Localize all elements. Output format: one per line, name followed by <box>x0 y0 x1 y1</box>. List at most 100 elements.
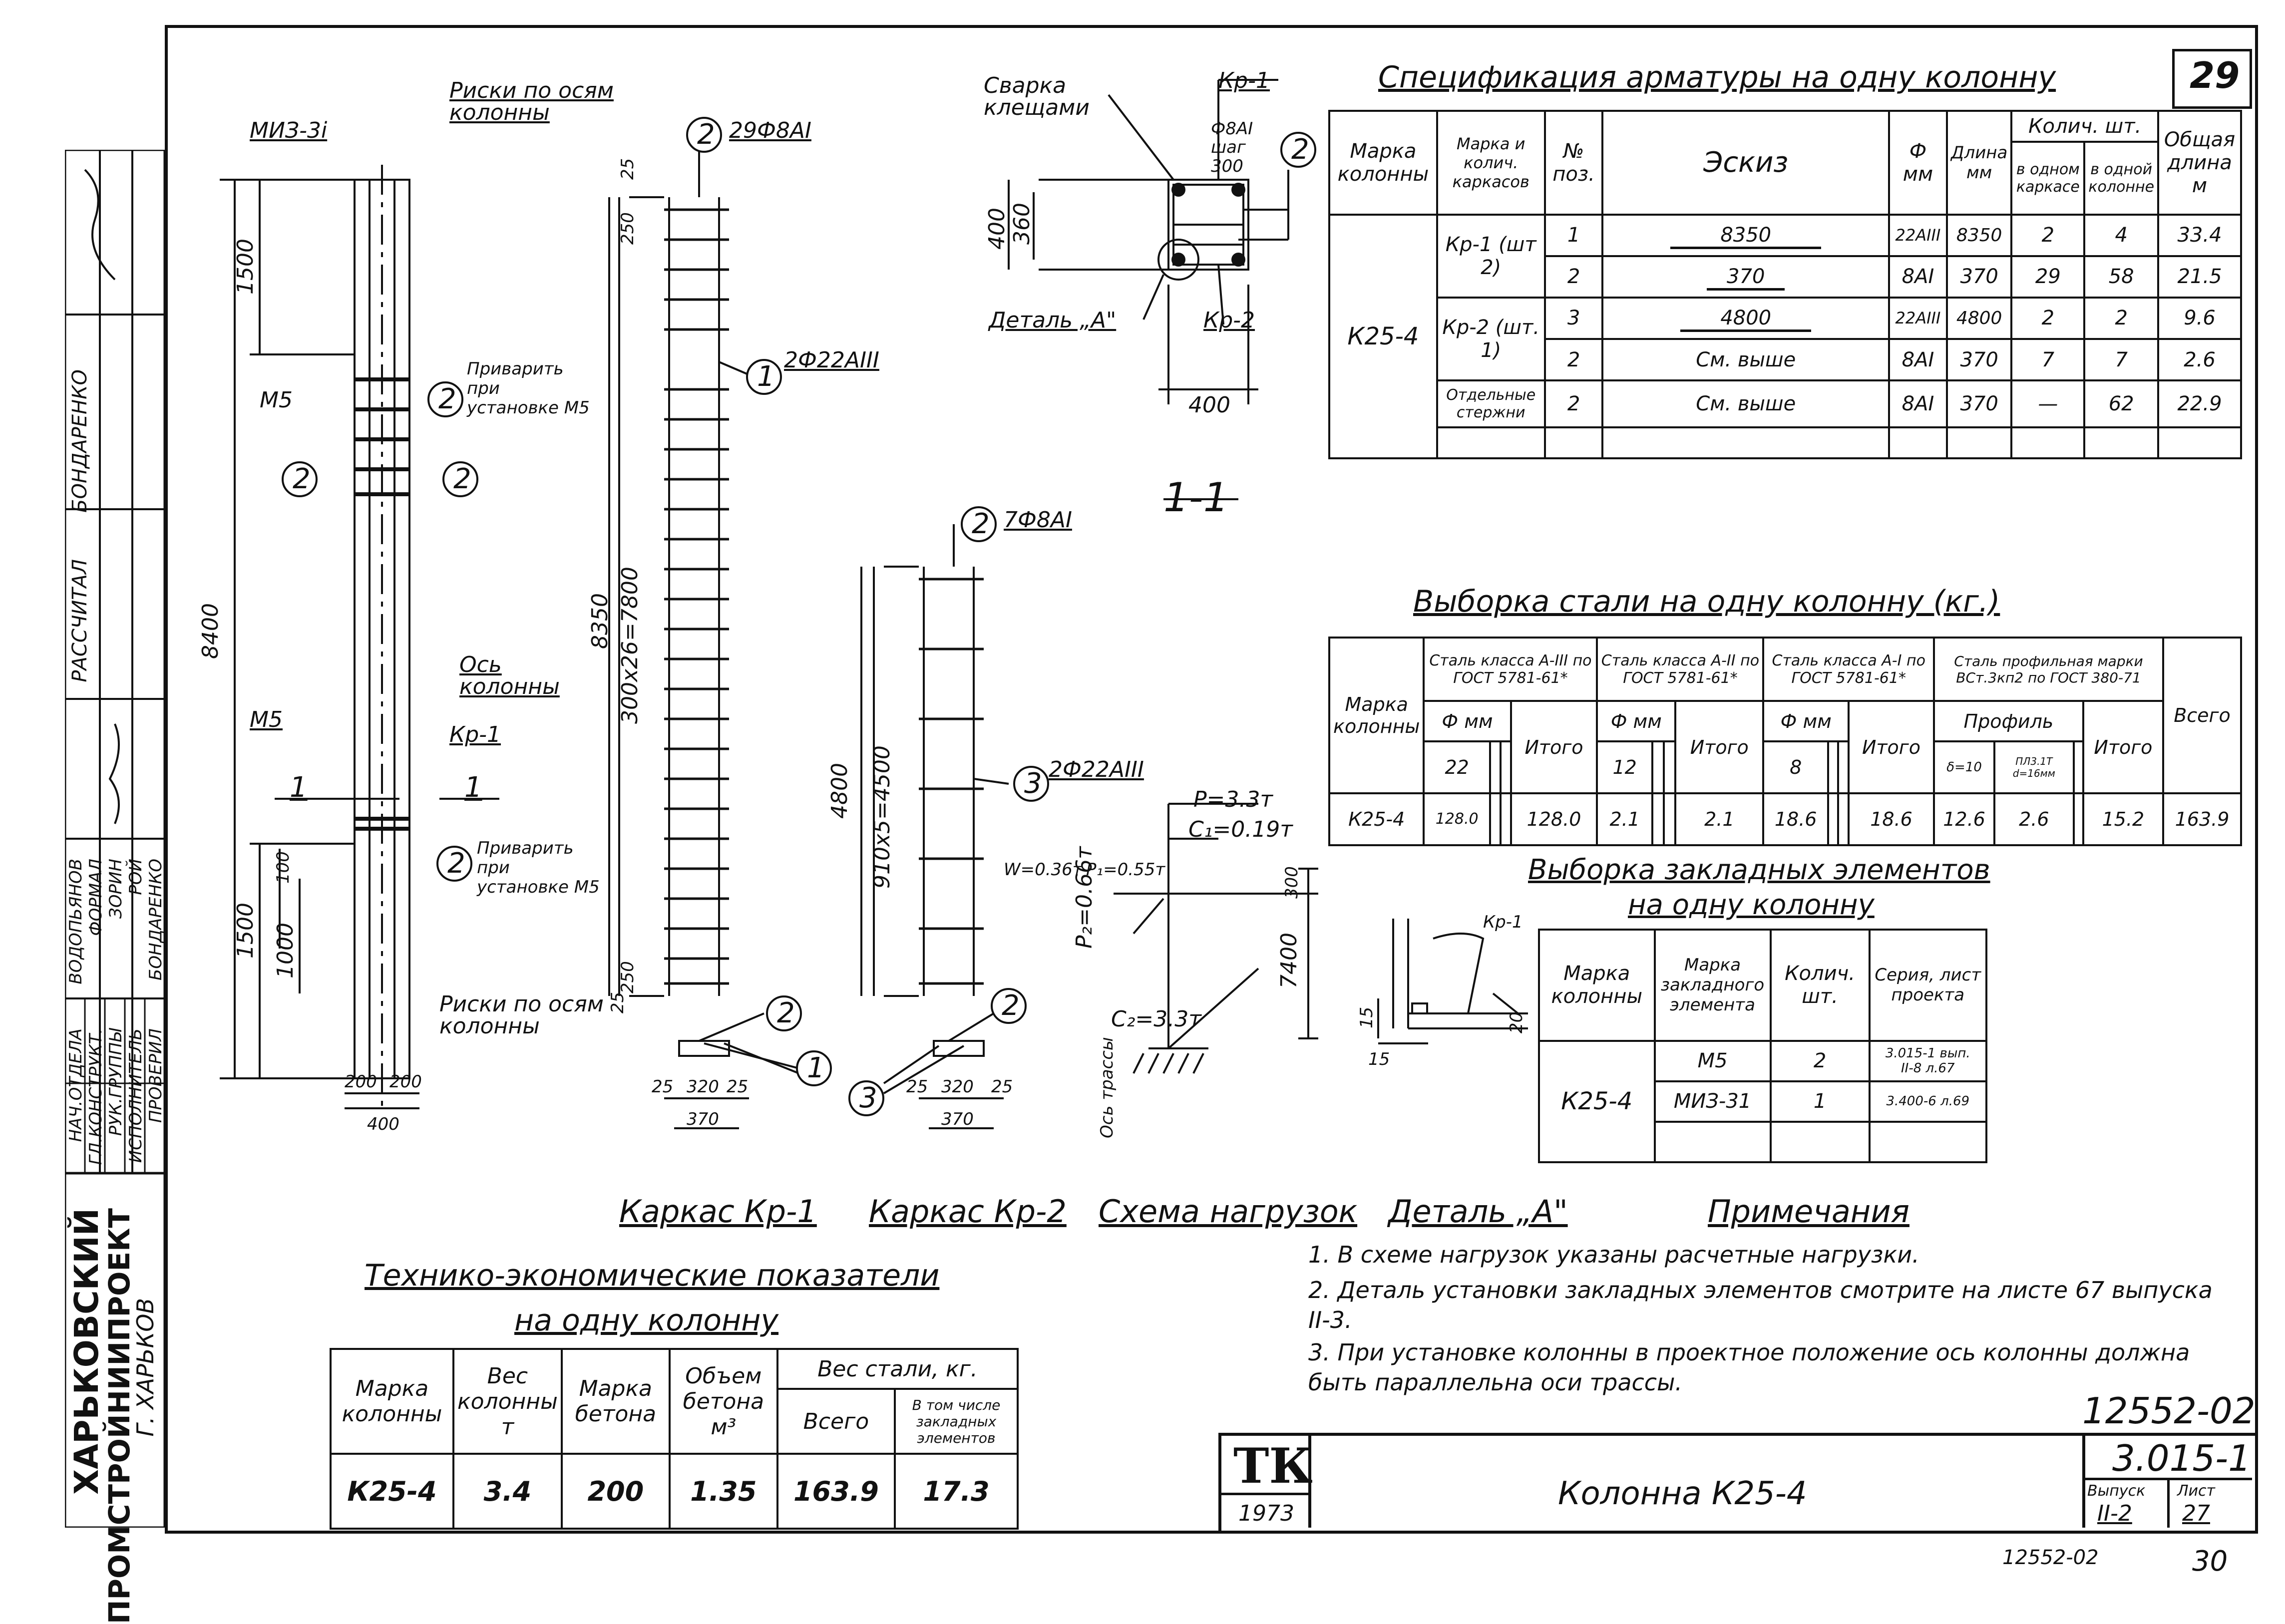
marker-2-a: 2 <box>438 383 456 415</box>
embed-r2-el: МИЗ-31 <box>1653 1080 1772 1123</box>
spec-r2-d: 8АІ <box>1888 255 1948 299</box>
kr1-dim-250-bot: 250 <box>618 961 638 993</box>
spec-h-qty-col: в одной колонне <box>2083 141 2160 216</box>
kr1-dim-250-top: 250 <box>618 212 638 245</box>
econ-h-vol: Объем бетона м³ <box>668 1348 778 1455</box>
steel-h-p2: ПЛ3.1Т d=16мм <box>1993 740 2075 794</box>
section-dim-400h: 400 <box>1188 392 1230 418</box>
section-stirrup-label: Ф8АІ шаг 300 <box>1211 119 1253 176</box>
spec-r1-d: 22АІІІ <box>1888 213 1948 257</box>
spec-h-frames: Марка и колич. каркасов <box>1436 110 1546 216</box>
spec-table: Марка колонны Марка и колич. каркасов № … <box>1328 109 2242 460</box>
load-c1: С₁=0.19т <box>1188 817 1293 842</box>
embed-h-qty: Колич. шт. <box>1769 929 1871 1042</box>
dim-200a: 200 <box>345 1072 377 1092</box>
spec-r2-pos: 2 <box>1543 255 1604 299</box>
detail-title: Деталь „А" <box>1388 1193 1568 1230</box>
weld-label-1: Приварить при установке М5 <box>467 359 590 418</box>
embed-mark: К25-4 <box>1538 1039 1656 1164</box>
econ-table-title-2: на одну колонну <box>514 1303 779 1338</box>
spec-r2-n1: 29 <box>2010 255 2086 299</box>
spec-r1-len: 8350 <box>1945 213 2013 257</box>
dim-100: 100 <box>273 851 293 884</box>
econ-table: Марка колонны Вес колонны т Марка бетона… <box>330 1348 1019 1530</box>
section-marker-2: 2 <box>1291 133 1309 166</box>
stamp-issue-divider <box>2167 1478 2170 1528</box>
spec-r1-sketch: 8350 <box>1601 213 1890 257</box>
drawing-lines <box>220 79 1528 1129</box>
kr2-sec-25a: 25 <box>906 1077 928 1097</box>
steel-h-d8: 8 <box>1762 740 1829 794</box>
spec-table-title: Спецификация арматуры на одну колонну <box>1378 60 2056 95</box>
kr2-sec-320: 320 <box>941 1077 974 1097</box>
econ-h-steel-all: Всего <box>776 1388 896 1455</box>
marker-2-c: 2 <box>453 463 471 495</box>
spec-h-d: Ф мм <box>1888 110 1948 216</box>
spec-r2-n2: 58 <box>2083 255 2160 299</box>
steel-r-all: 163.9 <box>2162 792 2242 847</box>
titleblock-lines <box>65 150 165 1528</box>
stamp-right-divider <box>2082 1433 2085 1528</box>
spec-r5-frame: Отдельные стержни <box>1436 379 1546 428</box>
steel-h-all: Всего <box>2162 637 2242 794</box>
kr1-top-bar-label: 29Ф8АІ <box>729 118 811 143</box>
kr1-dim-8350: 8350 <box>587 593 613 649</box>
embed-table-title-1: Выборка закладных элементов <box>1528 854 1990 886</box>
section-mark-1a: 1 <box>290 771 308 804</box>
detail-dim-15b: 15 <box>1368 1049 1390 1069</box>
dim-1000: 1000 <box>273 923 298 978</box>
spec-r2-sketch-val: 370 <box>1707 265 1785 291</box>
spec-r5-sketch: См. выше <box>1601 379 1890 428</box>
embed-table-title-2: на одну колонну <box>1628 889 1875 921</box>
embed-h-series: Серия, лист проекта <box>1868 929 1988 1042</box>
section-title: 1-1 <box>1163 474 1229 521</box>
stamp-title: Колонна К25-4 <box>1558 1475 1807 1512</box>
stamp-code: 12552-02 <box>2082 1390 2256 1432</box>
load-axis-label: Ось трассы <box>1097 1037 1117 1138</box>
spec-h-pos: № поз. <box>1543 110 1604 216</box>
steel-h-a2-fmm: Ф мм <box>1596 700 1677 742</box>
steel-table: Марка колонны Сталь класса А-ІІІ по ГОСТ… <box>1328 636 2242 847</box>
load-c2: С₂=3.3т <box>1111 1006 1201 1032</box>
spec-r4-total: 2.6 <box>2157 338 2242 382</box>
load-p2: Р₂=0.66т <box>1072 846 1097 949</box>
stamp-issue: ІІ-2 <box>2097 1501 2132 1526</box>
spec-h-mark: Марка колонны <box>1328 110 1438 216</box>
section-kr1-label: Кр-1 <box>1218 68 1270 93</box>
kr1-dim-25-top: 25 <box>618 158 638 180</box>
embed-r2-ser: 3.400-6 л.69 <box>1868 1080 1988 1123</box>
spec-r3-sketch-val: 4800 <box>1680 307 1812 332</box>
steel-r-a1-8: 18.6 <box>1762 792 1829 847</box>
steel-h-prof: Сталь профильная марки ВСт.3кп2 по ГОСТ … <box>1933 636 2164 702</box>
spec-r4-sketch: См. выше <box>1601 338 1890 382</box>
econ-h-steel: Вес стали, кг. <box>776 1348 1019 1390</box>
stamp-box <box>1218 1433 2255 1531</box>
embed-h-el: Марка закладного элемента <box>1653 929 1772 1042</box>
econ-h-weight: Вес колонны т <box>452 1348 563 1455</box>
kr1-dim-pitch: 300х26=7800 <box>617 567 643 724</box>
spec-h-total: Общая длина м <box>2157 110 2242 216</box>
kr1-dim-25-bot: 25 <box>608 991 628 1013</box>
econ-r-weight: 3.4 <box>452 1453 563 1530</box>
sheet-number-box <box>2172 49 2252 109</box>
spec-column-mark: К25-4 <box>1328 213 1438 460</box>
load-title: Схема нагрузок <box>1099 1193 1358 1230</box>
spec-r3-n2: 2 <box>2083 296 2160 340</box>
steel-r-a2-tot: 2.1 <box>1674 792 1765 847</box>
econ-r-emb: 17.3 <box>894 1453 1019 1530</box>
section-dim-360: 360 <box>1009 203 1035 245</box>
marker-2-b: 2 <box>293 463 311 495</box>
spec-r3-pos: 3 <box>1543 296 1604 340</box>
steel-h-a1-fmm: Ф мм <box>1762 700 1850 742</box>
spec-r2-len: 370 <box>1945 255 2013 299</box>
spec-r5-n1: — <box>2010 379 2086 428</box>
steel-h-a3-total: Итого <box>1510 700 1598 794</box>
econ-r-conc: 200 <box>560 1453 671 1530</box>
spec-r5-d: 8АІ <box>1888 379 1948 428</box>
detail-dim-15a: 15 <box>1357 1006 1377 1028</box>
steel-h-mark: Марка колонны <box>1328 637 1425 794</box>
econ-r-vol: 1.35 <box>668 1453 778 1530</box>
kr1-sec-25b: 25 <box>727 1077 749 1097</box>
stamp-sheet: 27 <box>2182 1501 2210 1526</box>
kr2-sec-25b: 25 <box>991 1077 1013 1097</box>
